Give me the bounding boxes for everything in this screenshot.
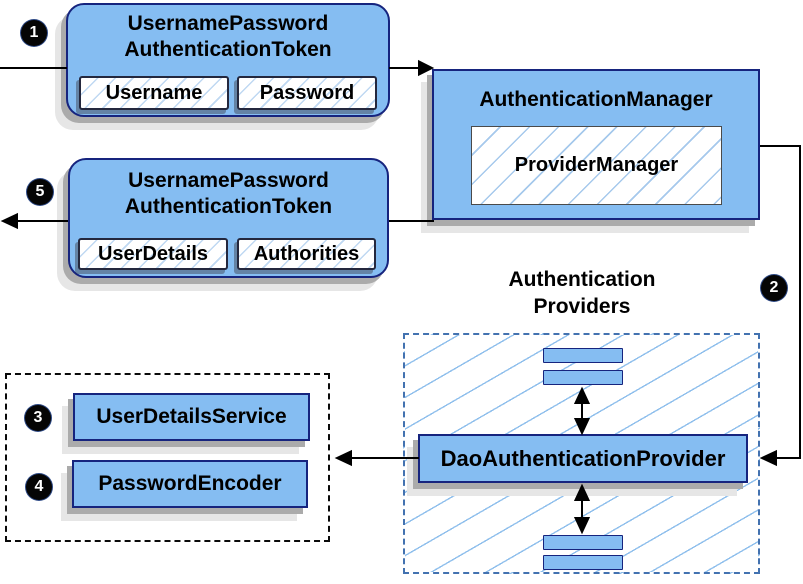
provider-stack-bar — [543, 370, 623, 385]
authentication-manager-node: AuthenticationManager ProviderManager — [432, 69, 760, 220]
step-badge-3-number: 3 — [33, 409, 43, 426]
step-badge-2: 2 — [761, 275, 787, 301]
arrow-manager-to-provider-line — [760, 145, 801, 459]
token-response-title-line2: AuthenticationToken — [124, 195, 333, 218]
token-response-title-line1: UsernamePassword — [128, 169, 329, 192]
step-badge-4: 4 — [26, 474, 52, 500]
user-details-service-node: UserDetailsService — [73, 393, 310, 441]
field-password: Password — [237, 76, 377, 110]
field-userdetails: UserDetails — [78, 238, 228, 270]
field-authorities-label: Authorities — [253, 242, 360, 265]
token-request-node: UsernamePassword AuthenticationToken Use… — [66, 3, 390, 117]
providers-group-title: Authentication Providers — [432, 266, 732, 320]
arrow-manager-to-provider-head — [759, 449, 777, 467]
token-request-title-line2: AuthenticationToken — [124, 38, 332, 61]
field-authorities: Authorities — [237, 238, 376, 270]
step-badge-1: 1 — [21, 20, 47, 46]
password-encoder-node: PasswordEncoder — [72, 460, 308, 508]
step-badge-1-number: 1 — [29, 24, 39, 41]
dao-authentication-provider-node: DaoAuthenticationProvider — [418, 434, 748, 483]
step-badge-2-number: 2 — [769, 279, 779, 296]
step-badge-5: 5 — [27, 179, 53, 205]
token-response-node: UsernamePassword AuthenticationToken Use… — [68, 158, 389, 278]
arrow-token-response-out-head — [0, 212, 18, 230]
provider-stack-bar — [543, 555, 623, 570]
authentication-manager-title: AuthenticationManager — [479, 88, 713, 111]
provider-manager-node: ProviderManager — [471, 126, 722, 205]
step-badge-5-number: 5 — [35, 183, 45, 200]
step-badge-3: 3 — [25, 405, 51, 431]
token-request-title: UsernamePassword AuthenticationToken — [68, 11, 388, 63]
provider-stack-bar — [543, 535, 623, 550]
field-userdetails-label: UserDetails — [97, 242, 209, 265]
field-password-label: Password — [259, 81, 355, 104]
arrow-provider-to-dependencies-head — [334, 449, 352, 467]
providers-group-title-line1: Authentication — [508, 268, 656, 291]
arrow-token-to-manager-head — [418, 59, 435, 77]
provider-stack-bar — [543, 348, 623, 363]
providers-group-title-line2: Providers — [533, 295, 631, 318]
dao-authentication-provider-label: DaoAuthenticationProvider — [440, 445, 726, 471]
token-response-title: UsernamePassword AuthenticationToken — [70, 168, 387, 220]
field-username: Username — [79, 76, 229, 110]
provider-manager-label: ProviderManager — [514, 154, 679, 176]
field-username-label: Username — [105, 81, 203, 104]
token-request-title-line1: UsernamePassword — [127, 12, 329, 35]
password-encoder-label: PasswordEncoder — [98, 472, 282, 495]
user-details-service-label: UserDetailsService — [96, 405, 287, 428]
step-badge-4-number: 4 — [34, 478, 44, 495]
